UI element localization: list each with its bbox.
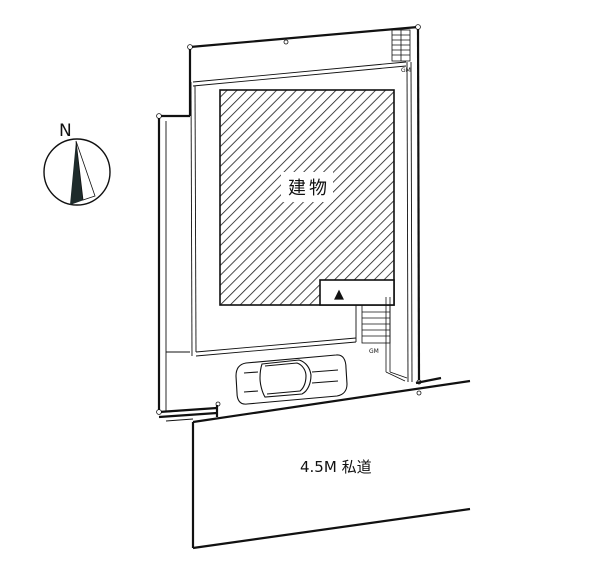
perimeter-wall bbox=[165, 61, 413, 412]
stairs-entrance bbox=[361, 297, 408, 382]
building-label: 建物 bbox=[288, 178, 330, 199]
gas-meter-label-bottom: GM bbox=[369, 348, 379, 355]
north-compass: N bbox=[43, 121, 111, 206]
car bbox=[235, 354, 348, 405]
lot-boundary bbox=[157, 25, 421, 414]
entrance-notch bbox=[319, 279, 395, 306]
gas-meter-label-top: GM bbox=[401, 67, 411, 74]
north-label: N bbox=[59, 121, 72, 141]
road bbox=[158, 376, 471, 550]
road-inner-edge bbox=[165, 418, 194, 422]
parking-area bbox=[165, 305, 357, 413]
entrance-marker: ▲ bbox=[334, 287, 344, 302]
road-label: 4.5M 私道 bbox=[300, 458, 372, 476]
compass-needle-light bbox=[75, 140, 96, 201]
building-label-bg bbox=[281, 172, 333, 202]
stairs-top bbox=[391, 29, 411, 62]
